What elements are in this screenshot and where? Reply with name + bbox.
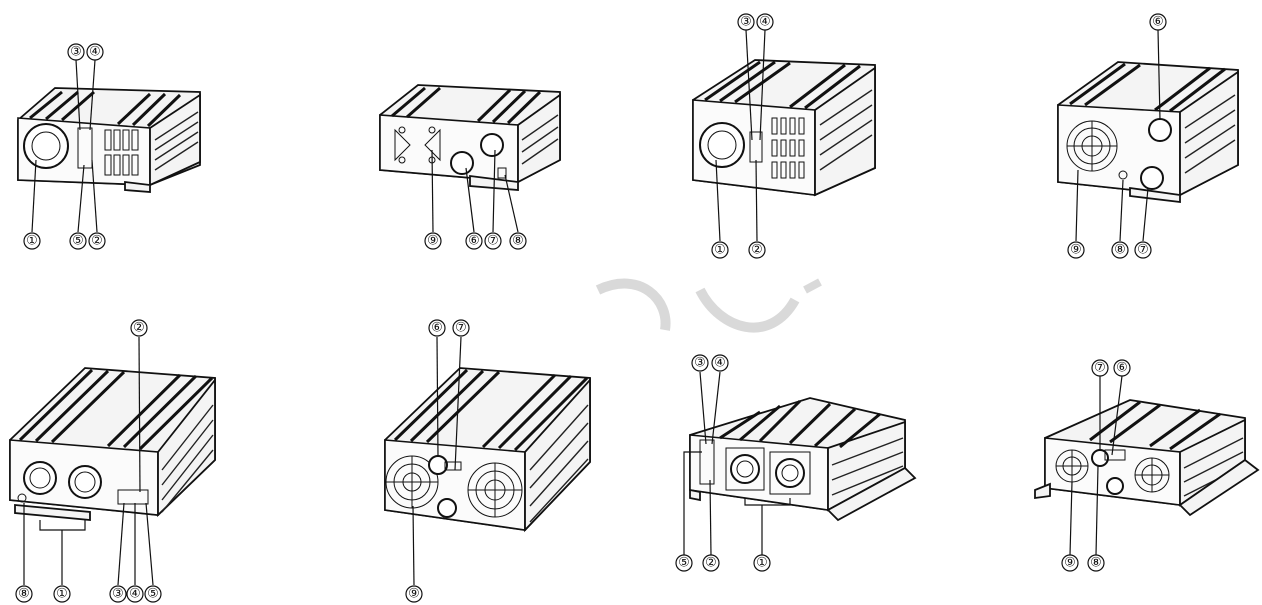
- callout: ①: [753, 554, 771, 572]
- view-8-inverter: [1034, 399, 1260, 517]
- view-7-inverter: [689, 397, 917, 522]
- callout: ⑧: [15, 585, 33, 603]
- svg-text:⑧: ⑧: [512, 234, 524, 249]
- callout: ②: [702, 554, 720, 572]
- svg-text:⑦: ⑦: [455, 321, 467, 336]
- view-7-callouts: ③ ④ ⑤ ② ①: [675, 354, 791, 572]
- svg-text:④: ④: [714, 356, 726, 371]
- callout: ③: [67, 43, 85, 61]
- watermark-logo: [595, 278, 822, 333]
- svg-text:⑧: ⑧: [1090, 556, 1102, 571]
- svg-text:⑨: ⑨: [408, 587, 420, 602]
- callout: ①: [711, 241, 729, 259]
- callout: ⑧: [1087, 554, 1105, 572]
- callout: ③: [737, 13, 755, 31]
- view-2-callouts: ⑨ ⑥ ⑦ ⑧: [424, 149, 527, 250]
- svg-text:①: ①: [56, 587, 68, 602]
- svg-text:⑤: ⑤: [72, 234, 84, 249]
- view-1-callouts: ③ ④ ① ⑤ ②: [23, 43, 106, 250]
- svg-text:④: ④: [129, 587, 141, 602]
- view-2-inverter: [379, 84, 561, 191]
- view-3-inverter: [692, 59, 876, 197]
- callout: ④: [711, 354, 729, 372]
- callout: ②: [748, 241, 766, 259]
- svg-text:⑦: ⑦: [1094, 361, 1106, 376]
- svg-text:②: ②: [705, 556, 717, 571]
- callout: ⑥: [465, 232, 483, 250]
- view-5-inverter: [9, 367, 216, 521]
- svg-text:⑨: ⑨: [1064, 556, 1076, 571]
- view-6-callouts: ⑥ ⑦ ⑨: [405, 319, 470, 603]
- callout: ⑨: [405, 585, 423, 603]
- view-6-inverter: [384, 367, 591, 533]
- callout: ③: [109, 585, 127, 603]
- callout: ⑨: [424, 232, 442, 250]
- callout: ⑦: [452, 319, 470, 337]
- view-8-callouts: ⑦ ⑥ ⑨ ⑧: [1061, 359, 1131, 572]
- svg-text:①: ①: [26, 234, 38, 249]
- svg-text:③: ③: [694, 356, 706, 371]
- callout: ④: [126, 585, 144, 603]
- svg-text:④: ④: [89, 45, 101, 60]
- svg-text:⑤: ⑤: [678, 556, 690, 571]
- callout: ⑨: [1067, 241, 1085, 259]
- svg-text:③: ③: [112, 587, 124, 602]
- callout: ⑥: [428, 319, 446, 337]
- svg-text:②: ②: [91, 234, 103, 249]
- callout: ③: [691, 354, 709, 372]
- svg-text:①: ①: [756, 556, 768, 571]
- svg-text:⑨: ⑨: [1070, 243, 1082, 258]
- svg-text:①: ①: [714, 243, 726, 258]
- callout: ⑤: [675, 554, 693, 572]
- svg-text:⑦: ⑦: [1137, 243, 1149, 258]
- callout: ②: [88, 232, 106, 250]
- view-5-callouts: ② ⑧ ① ③ ④ ⑤: [15, 319, 162, 603]
- callout: ①: [53, 585, 71, 603]
- view-4-inverter: [1057, 61, 1239, 204]
- callout: ⑧: [509, 232, 527, 250]
- svg-text:⑨: ⑨: [427, 234, 439, 249]
- callout: ⑤: [144, 585, 162, 603]
- callout: ⑦: [484, 232, 502, 250]
- callout: ④: [86, 43, 104, 61]
- svg-text:⑧: ⑧: [1114, 243, 1126, 258]
- callout: ⑨: [1061, 554, 1079, 572]
- callout: ②: [130, 319, 148, 337]
- svg-text:⑥: ⑥: [431, 321, 443, 336]
- svg-text:⑧: ⑧: [18, 587, 30, 602]
- callout: ⑧: [1111, 241, 1129, 259]
- callout: ⑥: [1149, 13, 1167, 31]
- view-1-inverter: [17, 87, 201, 193]
- callout: ⑤: [69, 232, 87, 250]
- svg-text:⑥: ⑥: [1152, 15, 1164, 30]
- svg-text:⑥: ⑥: [1116, 361, 1128, 376]
- view-4-callouts: ⑥ ⑨ ⑧ ⑦: [1067, 13, 1167, 259]
- callout: ④: [756, 13, 774, 31]
- svg-text:⑦: ⑦: [487, 234, 499, 249]
- callout: ①: [23, 232, 41, 250]
- svg-text:②: ②: [133, 321, 145, 336]
- callout: ⑦: [1091, 359, 1109, 377]
- svg-text:⑤: ⑤: [147, 587, 159, 602]
- callout: ⑥: [1113, 359, 1131, 377]
- svg-text:③: ③: [740, 15, 752, 30]
- callout: ⑦: [1134, 241, 1152, 259]
- svg-text:④: ④: [759, 15, 771, 30]
- svg-text:②: ②: [751, 243, 763, 258]
- svg-text:③: ③: [70, 45, 82, 60]
- svg-text:⑥: ⑥: [468, 234, 480, 249]
- view-3-callouts: ③ ④ ① ②: [711, 13, 774, 259]
